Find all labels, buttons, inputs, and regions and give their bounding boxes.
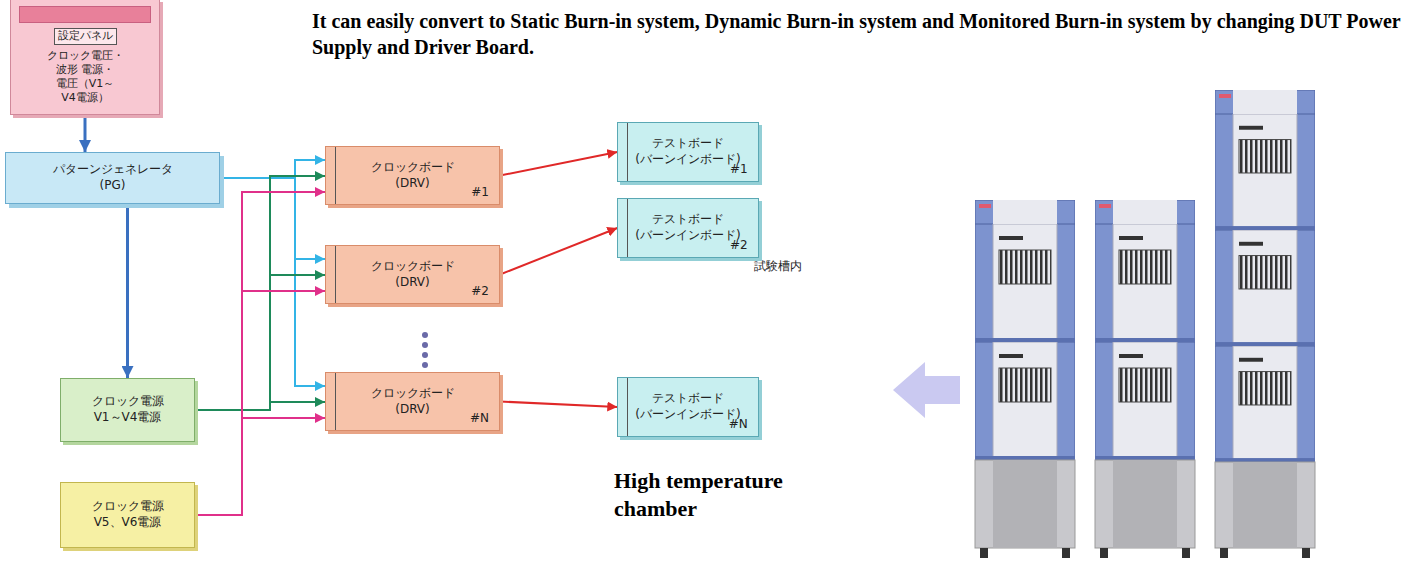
connector-arrow <box>126 204 129 378</box>
chamber-label: High temperature chamber <box>614 467 844 522</box>
ellipsis-dots <box>685 292 691 298</box>
board-number: #N <box>729 417 748 433</box>
board-number: #1 <box>730 162 748 178</box>
connector-arrow <box>195 275 325 410</box>
board-edge <box>335 246 336 303</box>
box-label: テストボード (バーンインボード) <box>635 136 740 167</box>
cabinet <box>1215 90 1315 558</box>
center-line <box>668 537 669 575</box>
cabinet <box>975 200 1075 558</box>
chamber-edge <box>580 115 600 127</box>
box-label: テストボード (バーンインボード) <box>635 212 740 243</box>
board-number: #1 <box>471 185 489 201</box>
pattern-generator: パターンジェネレータ (PG) <box>5 152 220 204</box>
box-label: クロック電圧・波形 電源・電圧（V1～V4電源） <box>47 49 124 106</box>
chamber-edge <box>792 115 810 127</box>
chamber-face <box>530 95 845 113</box>
chamber: 試験槽内 High temperature chamber テストボード (バーンイ… <box>530 95 860 575</box>
box-label: クロックボード (DRV) <box>371 160 455 191</box>
power-supply: クロック電源 V1～V4電源 <box>60 378 195 442</box>
connector-arrow <box>84 115 87 152</box>
box-label: 設定パネル <box>54 28 117 44</box>
box-label: パターンジェネレータ (PG) <box>53 162 173 193</box>
cabinet <box>1095 200 1195 558</box>
board-edge <box>335 147 336 204</box>
box-label: クロックボード (DRV) <box>371 386 455 417</box>
test-board: テストボード (バーンインボード)#1 <box>617 122 758 182</box>
ellipsis-dots <box>422 332 428 368</box>
ellipsis-dots <box>685 316 691 322</box>
connector-arrow <box>195 176 325 410</box>
clock-board: クロックボード (DRV) #N <box>325 372 500 431</box>
clock-board: クロックボード (DRV) #2 <box>325 245 500 304</box>
clock-board: クロックボード (DRV) #1 <box>325 146 500 205</box>
connector-arrow <box>195 402 325 410</box>
chamber-face <box>580 115 810 465</box>
board-edge <box>627 199 628 257</box>
board-edge <box>627 123 628 181</box>
connector-arrow <box>220 178 325 386</box>
box-label: クロックボード (DRV) <box>371 259 455 290</box>
setting-panel: 設定パネルクロック電圧・波形 電源・電圧（V1～V4電源） <box>10 0 160 115</box>
connector-arrow <box>500 152 617 176</box>
connector-arrow <box>220 178 325 259</box>
box-label: テストボード (バーンインボード) <box>635 391 740 422</box>
connector-arrow <box>500 228 617 275</box>
box-label: クロック電源 V1～V4電源 <box>92 394 164 425</box>
board-edge <box>627 378 628 436</box>
board-number: #2 <box>730 238 748 254</box>
pointer-arrow <box>893 362 960 418</box>
box-label: クロック電源 V5、V6電源 <box>92 499 164 530</box>
connector-arrow <box>195 291 325 515</box>
ellipsis-dots <box>685 304 691 310</box>
board-number: #N <box>470 411 489 427</box>
display-window <box>19 6 151 23</box>
heading: It can easily convert to Static Burn-in … <box>312 8 1412 60</box>
chamber-edge <box>580 451 600 465</box>
test-board: テストボード (バーンインボード)#2 <box>617 198 758 258</box>
chamber-edge <box>792 451 810 465</box>
ellipsis-dots <box>685 328 691 334</box>
chamber-face <box>790 95 845 575</box>
connector-arrow <box>195 418 325 515</box>
connector-arrow <box>195 192 325 515</box>
zone-label: 試験槽内 <box>754 259 802 275</box>
board-number: #2 <box>471 284 489 300</box>
power-supply: クロック電源 V5、V6電源 <box>60 482 195 548</box>
test-board: テストボード (バーンインボード)#N <box>617 377 758 437</box>
board-edge <box>335 373 336 430</box>
connector-arrow <box>500 402 617 408</box>
